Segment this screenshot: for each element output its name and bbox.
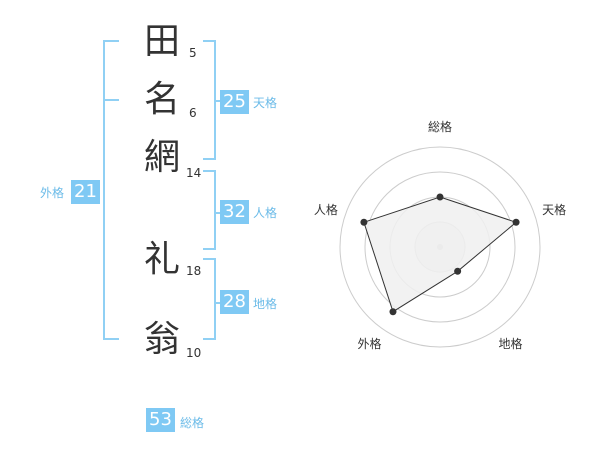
radar-axis-label: 地格	[498, 336, 522, 351]
radar-shape	[363, 196, 518, 313]
jinkaku-bracket-connector	[214, 212, 222, 214]
chikaku-bracket-connector	[214, 302, 222, 304]
jinkaku-bracket-top	[203, 170, 216, 172]
chikaku-bracket-top	[203, 258, 216, 260]
stroke-count-1: 5	[189, 46, 197, 60]
chikaku-label: 地格	[253, 297, 278, 311]
stroke-count-5: 10	[186, 346, 202, 360]
gaikaku-bracket	[103, 40, 105, 340]
name-char-5: 翁	[143, 319, 180, 360]
chikaku-badge: 28	[220, 290, 249, 314]
chikaku-bracket	[214, 258, 216, 340]
jinkaku-bracket	[214, 170, 216, 250]
radar-axis-label: 総格	[428, 119, 452, 134]
tenkaku-bracket-bottom	[203, 158, 216, 160]
radar-point	[389, 308, 397, 316]
gaikaku-bracket-mid	[103, 99, 119, 101]
radar-point	[360, 218, 368, 226]
jinkaku-label: 人格	[253, 206, 278, 220]
jinkaku-badge: 32	[220, 200, 249, 224]
gaikaku-bracket-top	[103, 40, 119, 42]
tenkaku-badge: 25	[220, 90, 249, 114]
tenkaku-bracket-top	[203, 40, 216, 42]
radar-axis-label: 天格	[542, 202, 566, 217]
radar-point	[512, 218, 520, 226]
jinkaku-bracket-bottom	[203, 248, 216, 250]
name-char-2: 名	[143, 79, 180, 120]
name-char-4: 礼	[143, 239, 180, 280]
soukaku-badge: 53	[146, 408, 175, 432]
gaikaku-badge: 21	[71, 180, 100, 204]
radar-point	[436, 193, 444, 201]
tenkaku-label: 天格	[253, 96, 278, 110]
gaikaku-label: 外格	[40, 186, 65, 200]
radar-axis-label: 外格	[357, 336, 381, 351]
stroke-count-4: 18	[186, 264, 202, 278]
gaikaku-bracket-bottom	[103, 338, 119, 340]
stroke-count-3: 14	[186, 166, 202, 180]
radar-ring	[339, 146, 541, 348]
radar-ring	[364, 171, 516, 323]
radar-axis-label: 人格	[314, 202, 338, 217]
chikaku-bracket-bottom	[203, 338, 216, 340]
stroke-count-2: 6	[189, 106, 197, 120]
tenkaku-bracket-connector	[214, 100, 222, 102]
radar-point	[454, 267, 462, 275]
name-char-1: 田	[143, 21, 180, 62]
radar-points	[360, 193, 520, 316]
soukaku-label: 総格	[180, 416, 205, 430]
name-char-3: 網	[143, 137, 180, 178]
